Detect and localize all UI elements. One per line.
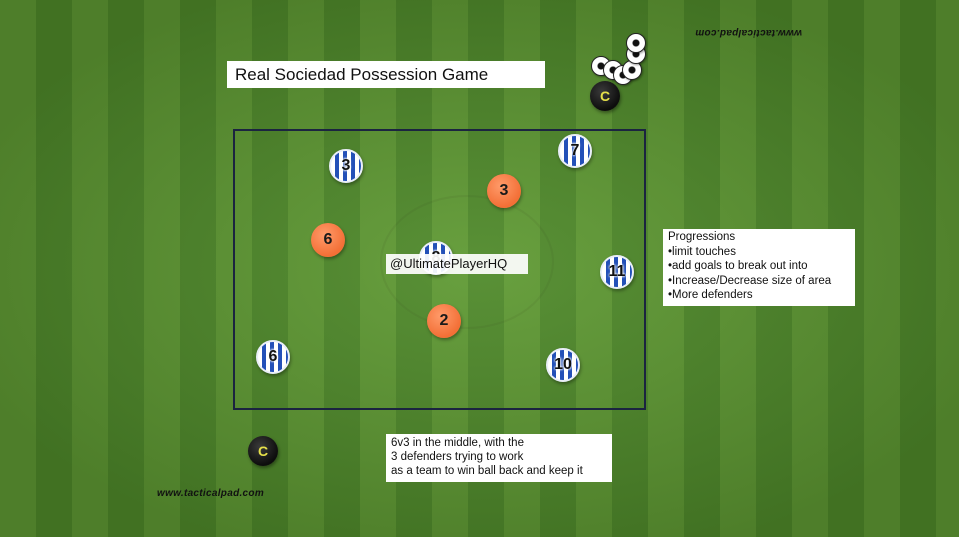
handle-label: @UltimatePlayerHQ (386, 254, 528, 274)
orange-player: 2 (427, 304, 461, 338)
coach-bottom: C (248, 436, 278, 466)
watermark-top: www.tacticalpad.com (695, 27, 803, 38)
blue-player: 6 (256, 340, 290, 374)
description-line: as a team to win ball back and keep it (391, 465, 583, 477)
diagram-title: Real Sociedad Possession Game (227, 61, 545, 88)
blue-player: 11 (600, 255, 634, 289)
center-logo-watermark (380, 195, 554, 329)
coach-top: C (590, 81, 620, 111)
blue-player: 7 (558, 134, 592, 168)
progressions-heading: Progressions (668, 231, 736, 243)
progression-item: •Increase/Decrease size of area (668, 274, 832, 287)
ball (626, 33, 646, 53)
progression-item: •add goals to break out into (668, 260, 808, 272)
orange-player: 6 (311, 223, 345, 257)
playing-area (233, 129, 646, 410)
watermark-bottom: www.tacticalpad.com (157, 488, 265, 499)
progression-item: •limit touches (668, 245, 736, 258)
description-line: 3 defenders trying to work (391, 451, 524, 463)
description-line: 6v3 in the middle, with the (391, 437, 524, 449)
orange-player: 3 (487, 174, 521, 208)
blue-player: 3 (329, 149, 363, 183)
blue-player: 10 (546, 348, 580, 382)
progression-item: •More defenders (668, 289, 753, 301)
description-box: 6v3 in the middle, with the 3 defenders … (386, 434, 612, 482)
progressions-box: Progressions •limit touches •add goals t… (663, 229, 855, 306)
